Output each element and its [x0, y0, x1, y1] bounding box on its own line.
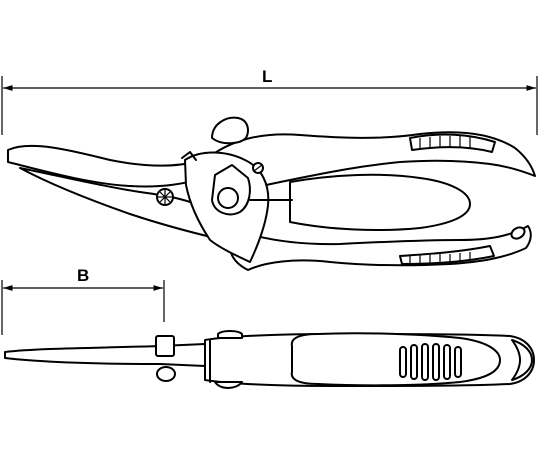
- shears-top-view: [4, 330, 535, 389]
- grip-slots: [399, 343, 462, 381]
- upper-blade: [7, 144, 211, 188]
- lock-disk-hole: [217, 187, 239, 209]
- blade-notch: [181, 151, 197, 161]
- pivot-washer: [156, 366, 176, 382]
- length-dimension: L: [1, 67, 538, 135]
- pivot-nut: [155, 335, 175, 357]
- lower-grip-ribs: [399, 245, 495, 265]
- upper-grip-ribs: [409, 133, 496, 153]
- small-screw-icon: [252, 162, 264, 174]
- handle-opening: [289, 173, 471, 231]
- blade-label: B: [77, 266, 89, 285]
- lanyard-hole: [510, 226, 526, 240]
- end-cap: [511, 339, 533, 381]
- blade-dimension: B: [1, 266, 165, 335]
- bottom-foot: [214, 381, 243, 389]
- lock-button-top-view: [217, 330, 243, 339]
- lower-handle: [229, 225, 532, 271]
- grip-pad-top-view: [290, 332, 501, 387]
- length-label: L: [262, 67, 272, 86]
- pivot-bolt-icon: [156, 188, 174, 206]
- lock-button: [211, 116, 249, 145]
- shears-side-view: [7, 116, 536, 271]
